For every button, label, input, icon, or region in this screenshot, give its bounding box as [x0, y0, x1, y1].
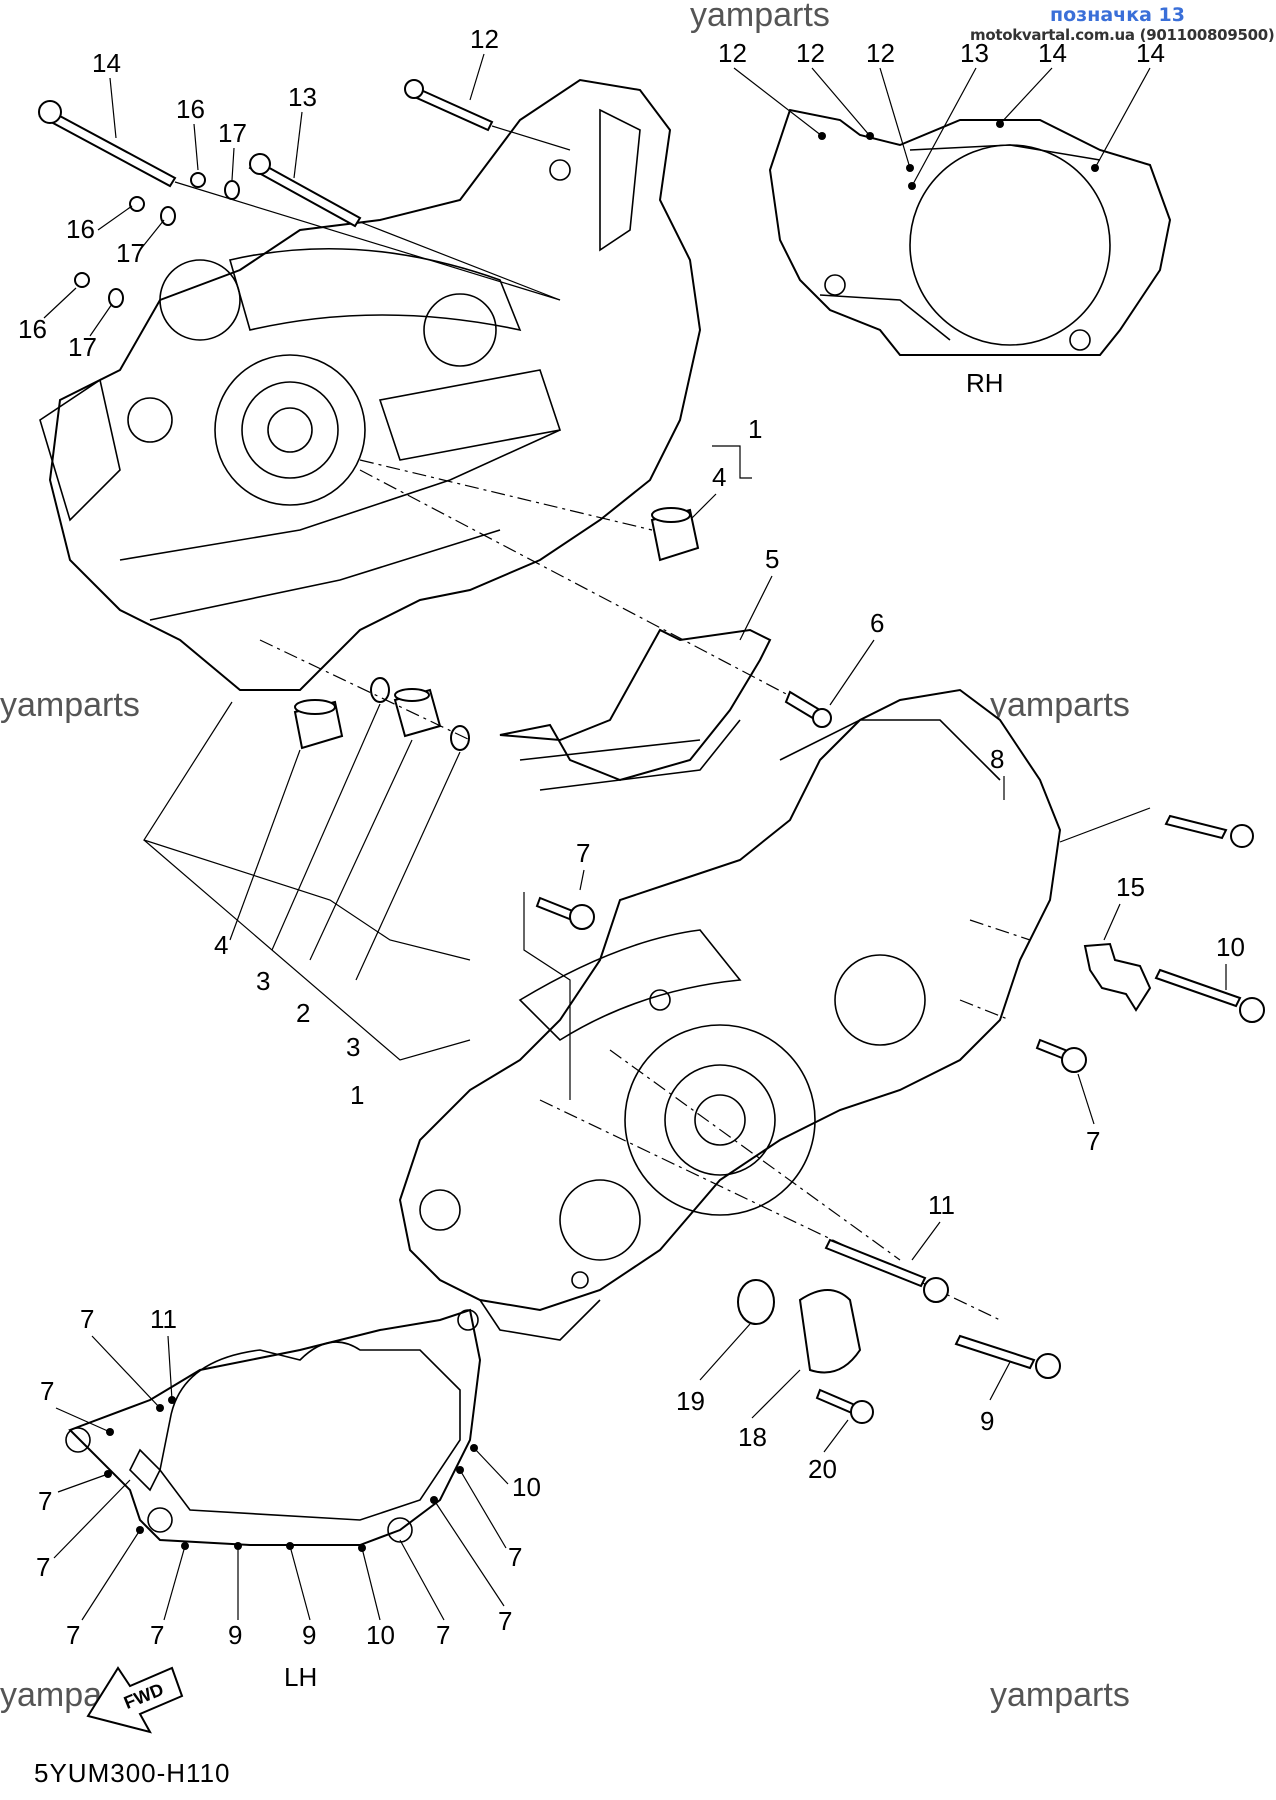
callout-1: 1 [748, 414, 762, 444]
callout-6: 6 [870, 608, 884, 638]
dowel-o-ring-group: 4 3 2 3 1 [143, 639, 471, 1110]
callout-19: 19 [676, 1386, 705, 1416]
rh-callout-14: 14 [1136, 38, 1165, 68]
callout-3: 3 [256, 966, 270, 996]
watermark-top: yamparts [690, 0, 830, 34]
callout-8: 8 [990, 744, 1004, 774]
lh-callout-11: 11 [150, 1304, 177, 1334]
callout-13: 13 [288, 82, 317, 112]
lh-callout-7: 7 [508, 1542, 522, 1572]
crankcase-right-half [398, 688, 1062, 1341]
lh-callout-7: 7 [38, 1486, 52, 1516]
rh-callout-14: 14 [1038, 38, 1067, 68]
bolts-top-left [38, 79, 571, 308]
callout-4: 4 [214, 930, 228, 960]
callout-16: 16 [176, 94, 205, 124]
callout-4: 4 [712, 462, 726, 492]
lh-view-label: LH [284, 1662, 317, 1692]
dowel-and-plug-group: 1 4 [359, 414, 762, 562]
callout-7: 7 [1086, 1126, 1100, 1156]
lh-callout-10: 10 [512, 1472, 541, 1502]
lh-callout-7: 7 [40, 1376, 54, 1406]
rh-view-label: RH [966, 368, 1004, 398]
callout-16: 16 [66, 214, 95, 244]
callout-10: 10 [1216, 932, 1245, 962]
callout-12: 12 [470, 24, 499, 54]
callout-17: 17 [116, 238, 145, 268]
callout-15: 15 [1116, 872, 1145, 902]
watermark-left: yamparts [0, 686, 140, 724]
rh-callout-13: 13 [960, 38, 989, 68]
rh-inset: 12 12 12 13 14 14 RH [718, 38, 1172, 398]
lh-callout-7: 7 [66, 1620, 80, 1650]
lh-callout-7: 7 [36, 1552, 50, 1582]
lh-callout-9: 9 [228, 1620, 242, 1650]
callout-20: 20 [808, 1454, 837, 1484]
callout-3: 3 [346, 1032, 360, 1062]
callouts-top-left: 14 16 17 13 12 16 17 16 17 [18, 24, 499, 362]
callout-1: 1 [350, 1080, 364, 1110]
source-site: motokvartal.com.ua (901100809500) [970, 26, 1275, 44]
lh-callout-9: 9 [302, 1620, 316, 1650]
lh-inset: 7 11 7 7 7 10 7 7 7 9 9 10 7 7 LH [36, 1304, 541, 1692]
callout-17: 17 [218, 118, 247, 148]
lh-callout-7: 7 [150, 1620, 164, 1650]
rh-callout-12: 12 [866, 38, 895, 68]
callout-7: 7 [576, 838, 590, 868]
oil-baffle-plate: 5 6 [359, 469, 884, 791]
page-tag: позначка 13 [1050, 4, 1185, 26]
crankcase-left-half [39, 78, 702, 691]
callout-11: 11 [928, 1190, 955, 1220]
lh-callout-10: 10 [366, 1620, 395, 1650]
callout-16: 16 [18, 314, 47, 344]
fasteners-right: 7 8 15 10 7 11 9 19 18 [523, 744, 1265, 1484]
lh-callout-7: 7 [436, 1620, 450, 1650]
lh-callout-7: 7 [80, 1304, 94, 1334]
rh-callout-12: 12 [718, 38, 747, 68]
lh-callout-7: 7 [498, 1606, 512, 1636]
callout-9: 9 [980, 1406, 994, 1436]
diagram-code: 5YUM300-H110 [34, 1758, 231, 1788]
callout-5: 5 [765, 544, 779, 574]
callout-18: 18 [738, 1422, 767, 1452]
callout-2: 2 [296, 998, 310, 1028]
watermark-right: yamparts [990, 686, 1130, 724]
watermark-bottom-right: yamparts [990, 1676, 1130, 1714]
callout-17: 17 [68, 332, 97, 362]
rh-callout-12: 12 [796, 38, 825, 68]
callout-14: 14 [92, 48, 121, 78]
